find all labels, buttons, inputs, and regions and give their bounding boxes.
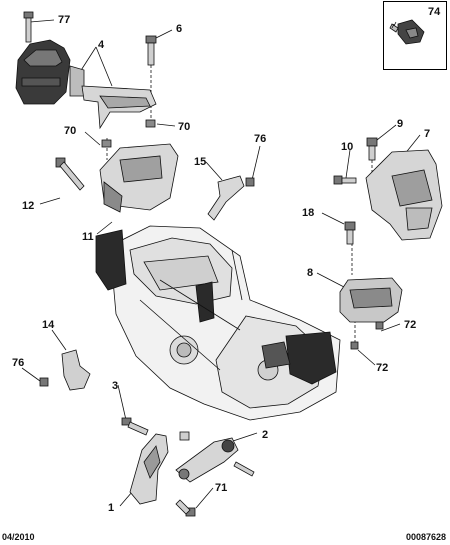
callout-9: 9 — [397, 118, 403, 130]
part-77-bolt — [23, 11, 34, 43]
callout-71: 71 — [215, 482, 227, 494]
callout-12: 12 — [22, 200, 34, 212]
callout-4: 4 — [98, 39, 105, 51]
callout-72-lower: 72 — [376, 362, 388, 374]
part-3-bolt — [121, 417, 149, 436]
callout-labels: 77 6 4 70 70 76 15 9 7 10 12 18 11 8 72 … — [12, 14, 430, 514]
callout-3: 3 — [112, 380, 118, 392]
part-8-mount — [339, 277, 403, 350]
part-18-bolt — [344, 221, 356, 245]
part-1-lower-bracket — [129, 431, 190, 505]
callout-1: 1 — [108, 502, 114, 514]
callout-10: 10 — [341, 141, 353, 153]
callout-11: 11 — [82, 231, 94, 243]
part-6-bolt — [145, 35, 157, 66]
callout-77: 77 — [58, 14, 70, 26]
callout-14: 14 — [42, 319, 55, 331]
footer-reference: 00087628 — [405, 532, 446, 542]
part-10-bolt — [333, 175, 357, 185]
part-12-bolt — [55, 157, 85, 191]
engine-bracket — [99, 143, 179, 213]
engine-gearbox-assembly — [95, 225, 341, 421]
part-14-bracket — [39, 349, 91, 391]
callout-70: 70 — [64, 125, 76, 137]
part-7-gearbox-bracket — [365, 149, 443, 241]
part-71-bolt — [175, 499, 196, 517]
part-74-bolt: 74 — [389, 6, 441, 45]
inset-label-74: 74 — [428, 6, 441, 18]
part-2-torque-rod — [175, 437, 255, 483]
footer-date: 04/2010 — [2, 532, 35, 542]
callout-76: 76 — [254, 133, 266, 145]
part-15-bracket — [207, 175, 255, 221]
callout-15: 15 — [194, 156, 206, 168]
inset-part-74: 74 — [383, 1, 447, 70]
callout-6: 6 — [176, 23, 182, 35]
callout-72: 72 — [404, 319, 416, 331]
part-70-nuts — [101, 119, 156, 148]
callout-2: 2 — [262, 429, 268, 441]
part-9-bolt — [366, 137, 378, 161]
callout-76-left: 76 — [12, 357, 24, 369]
part-4-engine-mount — [15, 39, 157, 130]
callout-18: 18 — [302, 207, 314, 219]
callout-70-right: 70 — [178, 121, 190, 133]
callout-7: 7 — [424, 128, 430, 140]
callout-8: 8 — [307, 267, 313, 279]
